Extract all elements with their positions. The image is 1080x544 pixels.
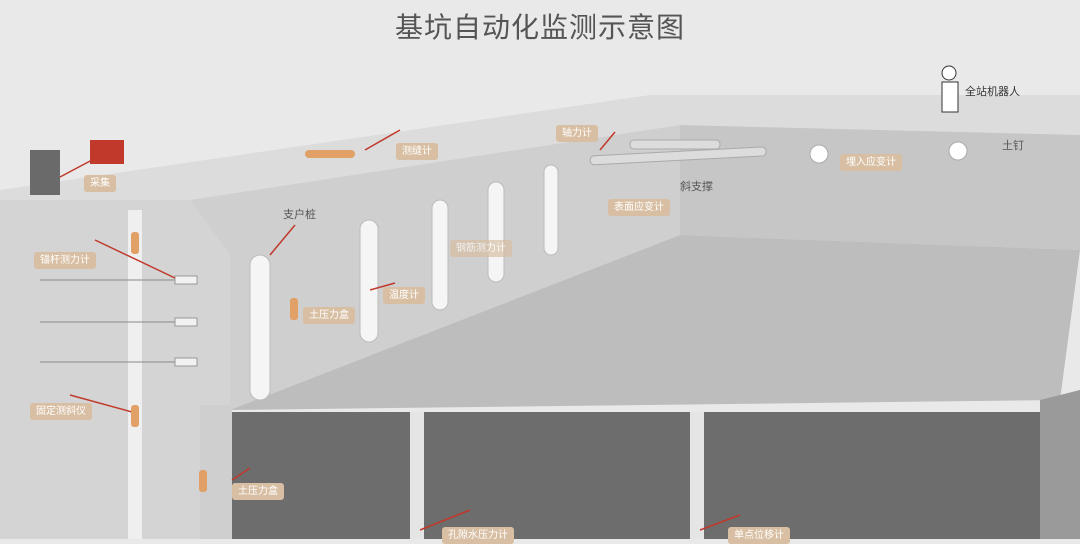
anchor-head-2 xyxy=(174,317,198,327)
label-total-station: 全站机器人 xyxy=(965,85,1020,98)
pile-5 xyxy=(543,164,559,256)
collector-cabinet xyxy=(30,150,60,195)
label-pore-pressure: 孔隙水压力计 xyxy=(442,527,514,544)
label-displacement: 单点位移计 xyxy=(728,527,790,544)
label-soil-nail: 土钉 xyxy=(1002,139,1024,152)
pipe-left xyxy=(410,412,424,539)
pile-3 xyxy=(431,199,449,311)
ground-surface-back xyxy=(0,95,1080,210)
left-wall xyxy=(0,200,230,539)
collector-device xyxy=(90,140,124,164)
pit-floor xyxy=(230,235,1080,410)
label-earth-pressure-bottom: 土压力盒 xyxy=(232,483,284,500)
leader-pore xyxy=(419,509,471,531)
leader-anchor xyxy=(94,239,176,279)
pile-1 xyxy=(249,254,271,401)
pile-2 xyxy=(359,219,379,343)
pile-marker-2 xyxy=(131,405,139,427)
label-surface-strain: 表面应变计 xyxy=(608,199,670,216)
pipe-right xyxy=(690,412,704,539)
crack-gauge-marker xyxy=(305,150,355,158)
leader-strain-pile xyxy=(369,282,396,291)
anchor-head-3 xyxy=(174,357,198,367)
right-column xyxy=(1040,390,1080,539)
left-pile xyxy=(128,210,142,539)
pit-wall-right xyxy=(680,125,1080,250)
embedded-strain-icon xyxy=(809,144,829,164)
earth-pressure-marker xyxy=(290,298,298,320)
diagram-title: 基坑自动化监测示意图 xyxy=(394,11,685,44)
soil-nail-icon xyxy=(948,141,968,161)
label-strain-pile: 温度计 xyxy=(383,287,425,304)
lower-wall xyxy=(230,412,1060,539)
label-embedded-strain: 埋入应变计 xyxy=(840,154,902,171)
leader-pile xyxy=(269,224,296,256)
label-rebar-force: 钢筋测力计 xyxy=(450,240,512,257)
label-earth-pressure-top: 土压力盒 xyxy=(303,307,355,324)
leader-displacement xyxy=(699,514,741,531)
anchor-head-1 xyxy=(174,275,198,285)
brace-2 xyxy=(589,146,767,166)
label-diagonal-brace: 斜支撑 xyxy=(680,180,713,193)
leader-earth-pressure-bottom xyxy=(231,467,251,481)
leader-collector xyxy=(59,159,93,178)
label-collector: 采集 xyxy=(84,175,116,192)
label-anchor-force: 锚杆测力计 xyxy=(34,252,96,269)
label-crack-gauge: 测缝计 xyxy=(396,143,438,160)
pile-marker-1 xyxy=(131,232,139,254)
label-fixed-inclinometer: 固定测斜仪 xyxy=(30,403,92,420)
label-support-pile: 支户桩 xyxy=(283,208,316,221)
wall-marker xyxy=(199,470,207,492)
brace-1 xyxy=(629,139,721,150)
pile-4 xyxy=(487,181,505,283)
label-axial-force: 轴力计 xyxy=(556,125,598,142)
total-station-body xyxy=(941,81,959,113)
leader-inclinometer xyxy=(69,394,133,413)
leader-axial xyxy=(599,131,616,151)
leader-crack xyxy=(364,129,401,151)
total-station-head xyxy=(941,65,957,81)
